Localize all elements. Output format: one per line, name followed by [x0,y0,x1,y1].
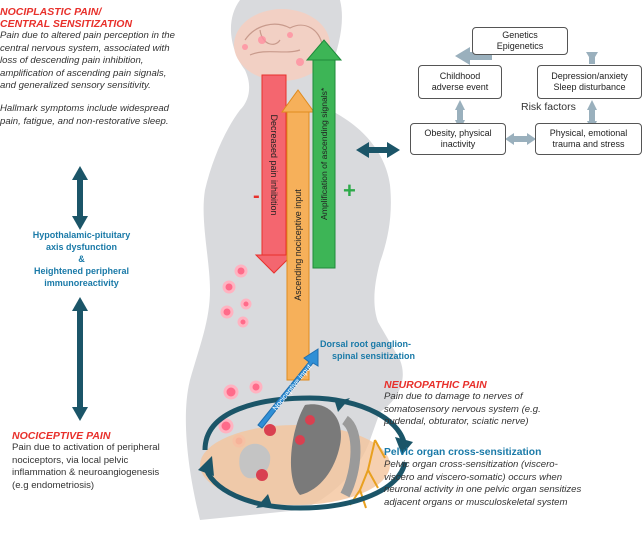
nociplastic-section: NOCIPLASTIC PAIN/ CENTRAL SENSITIZATION … [0,6,210,128]
uterus [290,404,341,495]
cross-l4: adjacent organs or musculoskeletal syste… [384,496,568,508]
nociceptive-l1: Pain due to activation of peripheral [12,442,160,453]
risk-factor-double-arrow [356,142,400,158]
decreased-inhibition-label: Decreased pain inhibition [269,114,279,216]
brain-hotspot [287,32,293,38]
risk-depression-l2: Sleep disturbance [553,82,626,92]
hpa-line1: Hypothalamic-pituitary [32,230,131,240]
nociceptive-l2: nociceptors, via local pelvic [12,454,129,466]
risk-obesity-l2: inactivity [440,139,476,149]
risk-childhood-box: Childhood adverse event [418,65,502,99]
neuropathic-section: NEUROPATHIC PAIN Pain due to damage to n… [384,379,564,429]
left-double-arrow-top [72,166,88,230]
hpa-section: Hypothalamic-pituitary axis dysfunction … [14,229,149,289]
nociplastic-body-l5: and generalized sensory sensitivity. [0,80,151,92]
risk-trauma-l2: trauma and stress [552,139,625,149]
nociceptive-title: NOCICEPTIVE PAIN [12,430,111,442]
nociplastic-body-l3: loss of descending pain inhibition, [0,55,144,67]
risk-depression-l1: Depression/anxiety [551,71,628,81]
amplification-arrowhead [305,39,343,61]
ascending-input-arrowhead [281,89,315,113]
nerve-tree [349,439,386,509]
risk-genetics-box: Genetics Epigenetics [472,27,568,55]
brain [234,9,330,81]
risk-factors-label: Risk factors [521,101,576,113]
neuropathic-title: NEUROPATHIC PAIN [384,379,487,391]
risk-trauma-box: Physical, emotional trauma and stress [535,123,642,155]
brain-hotspot [242,44,248,50]
left-double-arrow-bottom [72,297,88,421]
minus-sign: - [253,185,260,207]
cross-l3: neuronal activity in one pelvic organ se… [384,484,582,496]
risk-trauma-l1: Physical, emotional [549,128,628,138]
hpa-line3: Heightened peripheral [33,266,130,276]
nociceptive-l4: (e.g endometriosis) [12,479,95,491]
risk-childhood-l2: adverse event [431,82,489,92]
rectum [340,415,361,498]
drg-section: Dorsal root ganglion- spinal sensitizati… [320,338,450,362]
risk-depression-box: Depression/anxiety Sleep disturbance [537,65,642,99]
nociplastic-body-l2: central nervous system, associated with [0,42,170,54]
risk-obesity-box: Obesity, physical inactivity [410,123,506,155]
drg-l1: Dorsal root ganglion- [320,339,411,349]
risk-childhood-l1: Childhood [439,71,481,81]
nociplastic-title-line2: CENTRAL SENSITIZATION [0,18,133,30]
nociceptive-input-arrow [257,348,319,429]
decreased-inhibition-arrowhead [254,254,294,274]
endometriosis-lesion [295,435,305,445]
neuropathic-l3: pudendal, obturator, sciatic nerve) [384,416,529,428]
cross-l2: viscero and viscero-somatic) occurs when [384,471,563,483]
endometriosis-lesion [305,415,315,425]
decreased-inhibition-arrow-shaft [261,74,287,256]
neuropathic-l2: somatosensory nervous system (e.g. [384,403,541,415]
brain-hotspot [296,58,304,66]
hpa-line4: immunoreactivity [44,278,119,288]
amplification-label: Amplification of ascending signals* [319,87,329,220]
nociplastic-body-l1: Pain due to altered pain perception in t… [0,30,175,41]
cross-sensitization-loop [202,395,408,451]
cross-l1: Pelvic organ cross-sensitization (viscer… [384,459,558,470]
drg-l2: spinal sensitization [332,351,416,361]
ascending-input-label: Ascending nociceptive input [293,189,303,301]
risk-obesity-l1: Obesity, physical [424,128,492,138]
risk-genetics-l2: Epigenetics [496,41,544,51]
brain-hotspot [258,36,266,44]
nociceptive-section: NOCICEPTIVE PAIN Pain due to activation … [12,430,212,492]
nociplastic-hallmark-l1: Hallmark symptoms include widespread [0,102,170,114]
cross-sensitization-section: Pelvic organ cross-sensitization Pelvic … [384,446,642,509]
hpa-amp: & [78,254,85,264]
nociplastic-body-l4: amplification of ascending pain signals, [0,67,167,79]
nociplastic-hallmark-l2: pain, fatigue, and non-restorative sleep… [0,115,169,127]
plus-sign: + [343,178,356,203]
cross-title: Pelvic organ cross-sensitization [384,447,542,458]
risk-genetics-l1: Genetics [502,30,538,40]
neuropathic-l1: Pain due to damage to nerves of [384,391,523,402]
hpa-line2: axis dysfunction [45,242,117,252]
endometriosis-lesion [264,424,276,436]
nociceptive-l3: inflammation & neuroangiogenesis [12,467,160,479]
nociplastic-title-line1: NOCIPLASTIC PAIN/ [0,6,102,18]
endometriosis-lesion [256,469,268,481]
